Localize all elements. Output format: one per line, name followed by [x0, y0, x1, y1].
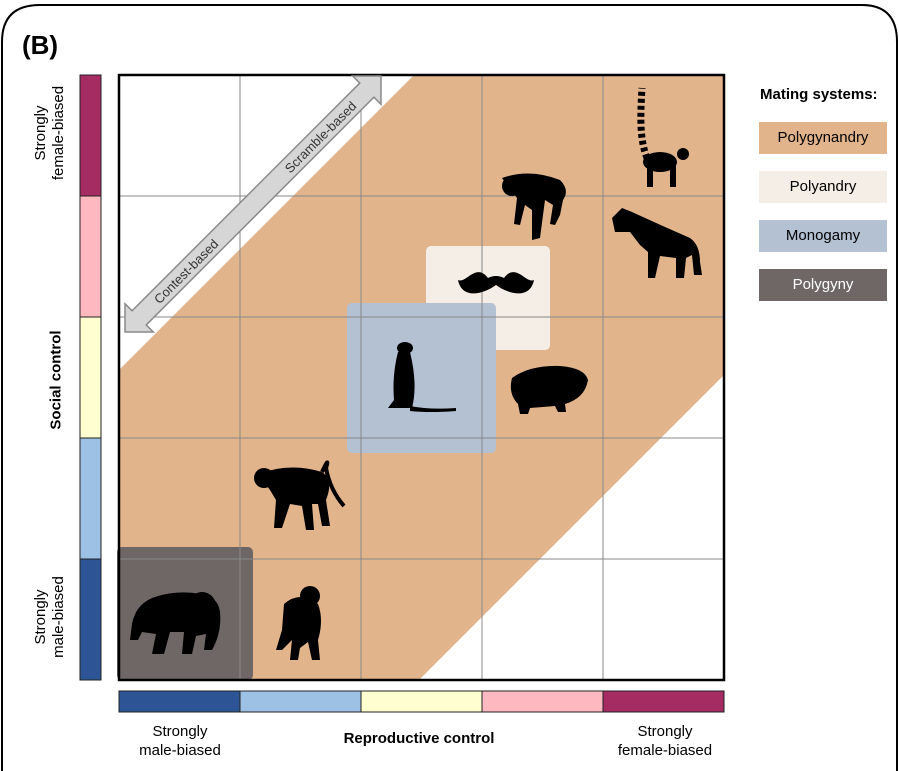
- reproductive-control-scale: [118, 690, 725, 713]
- x-low-line-2: male-biased: [139, 742, 221, 759]
- meerkat-icon: [388, 342, 456, 412]
- rodent-icon: [510, 365, 588, 414]
- social-scale-segment: [79, 74, 102, 197]
- legend-title: Mating systems:: [760, 86, 878, 103]
- mustache-icon: [458, 272, 534, 294]
- y-high-line-1: Strongly: [32, 105, 49, 161]
- outer-border: [1, 4, 898, 771]
- social-control-scale: [79, 74, 102, 681]
- social-scale-segment: [79, 558, 102, 681]
- panel-label: (B): [22, 30, 59, 60]
- legend-polygyny: Polygyny: [759, 269, 887, 301]
- x-high-line-2: female-biased: [617, 742, 713, 759]
- y-high-line-2: female-biased: [50, 85, 67, 181]
- mandrill-icon: [130, 592, 221, 654]
- bonobo-icon: [502, 173, 566, 240]
- y-low-line-2: male-biased: [50, 576, 67, 658]
- legend-monogamy: Monogamy: [759, 220, 887, 252]
- social-scale-segment: [79, 437, 102, 560]
- social-scale-segment: [79, 195, 102, 318]
- x-axis-title: Reproductive control: [343, 730, 495, 747]
- monogamy-region: [347, 303, 496, 453]
- reproductive-scale-segment: [239, 690, 362, 713]
- social-scale-segment: [79, 316, 102, 439]
- x-high-line-1: Strongly: [637, 723, 693, 740]
- x-axis-low-label: Strongly male-biased: [139, 722, 221, 760]
- y-low-line-1: Strongly: [32, 589, 49, 645]
- x-low-line-1: Strongly: [152, 723, 208, 740]
- reproductive-scale-segment: [118, 690, 241, 713]
- y-axis-title: Social control: [47, 330, 65, 430]
- grid-lines: [119, 75, 724, 680]
- reproductive-scale-segment: [360, 690, 483, 713]
- baboon-icon: [254, 460, 346, 530]
- y-axis-high-label: Strongly female-biased: [32, 86, 68, 180]
- x-axis-high-label: Strongly female-biased: [618, 722, 712, 760]
- ring-tailed-lemur-icon: [637, 87, 689, 187]
- spotted-hyena-icon: [612, 208, 702, 278]
- chimpanzee-icon: [276, 586, 321, 660]
- y-axis-low-label: Strongly male-biased: [32, 576, 68, 658]
- grid-border: [117, 73, 726, 682]
- reproductive-scale-segment: [481, 690, 604, 713]
- legend-polygynandry: Polygynandry: [759, 122, 887, 154]
- reproductive-scale-segment: [602, 690, 725, 713]
- legend-polyandry: Polyandry: [759, 171, 887, 203]
